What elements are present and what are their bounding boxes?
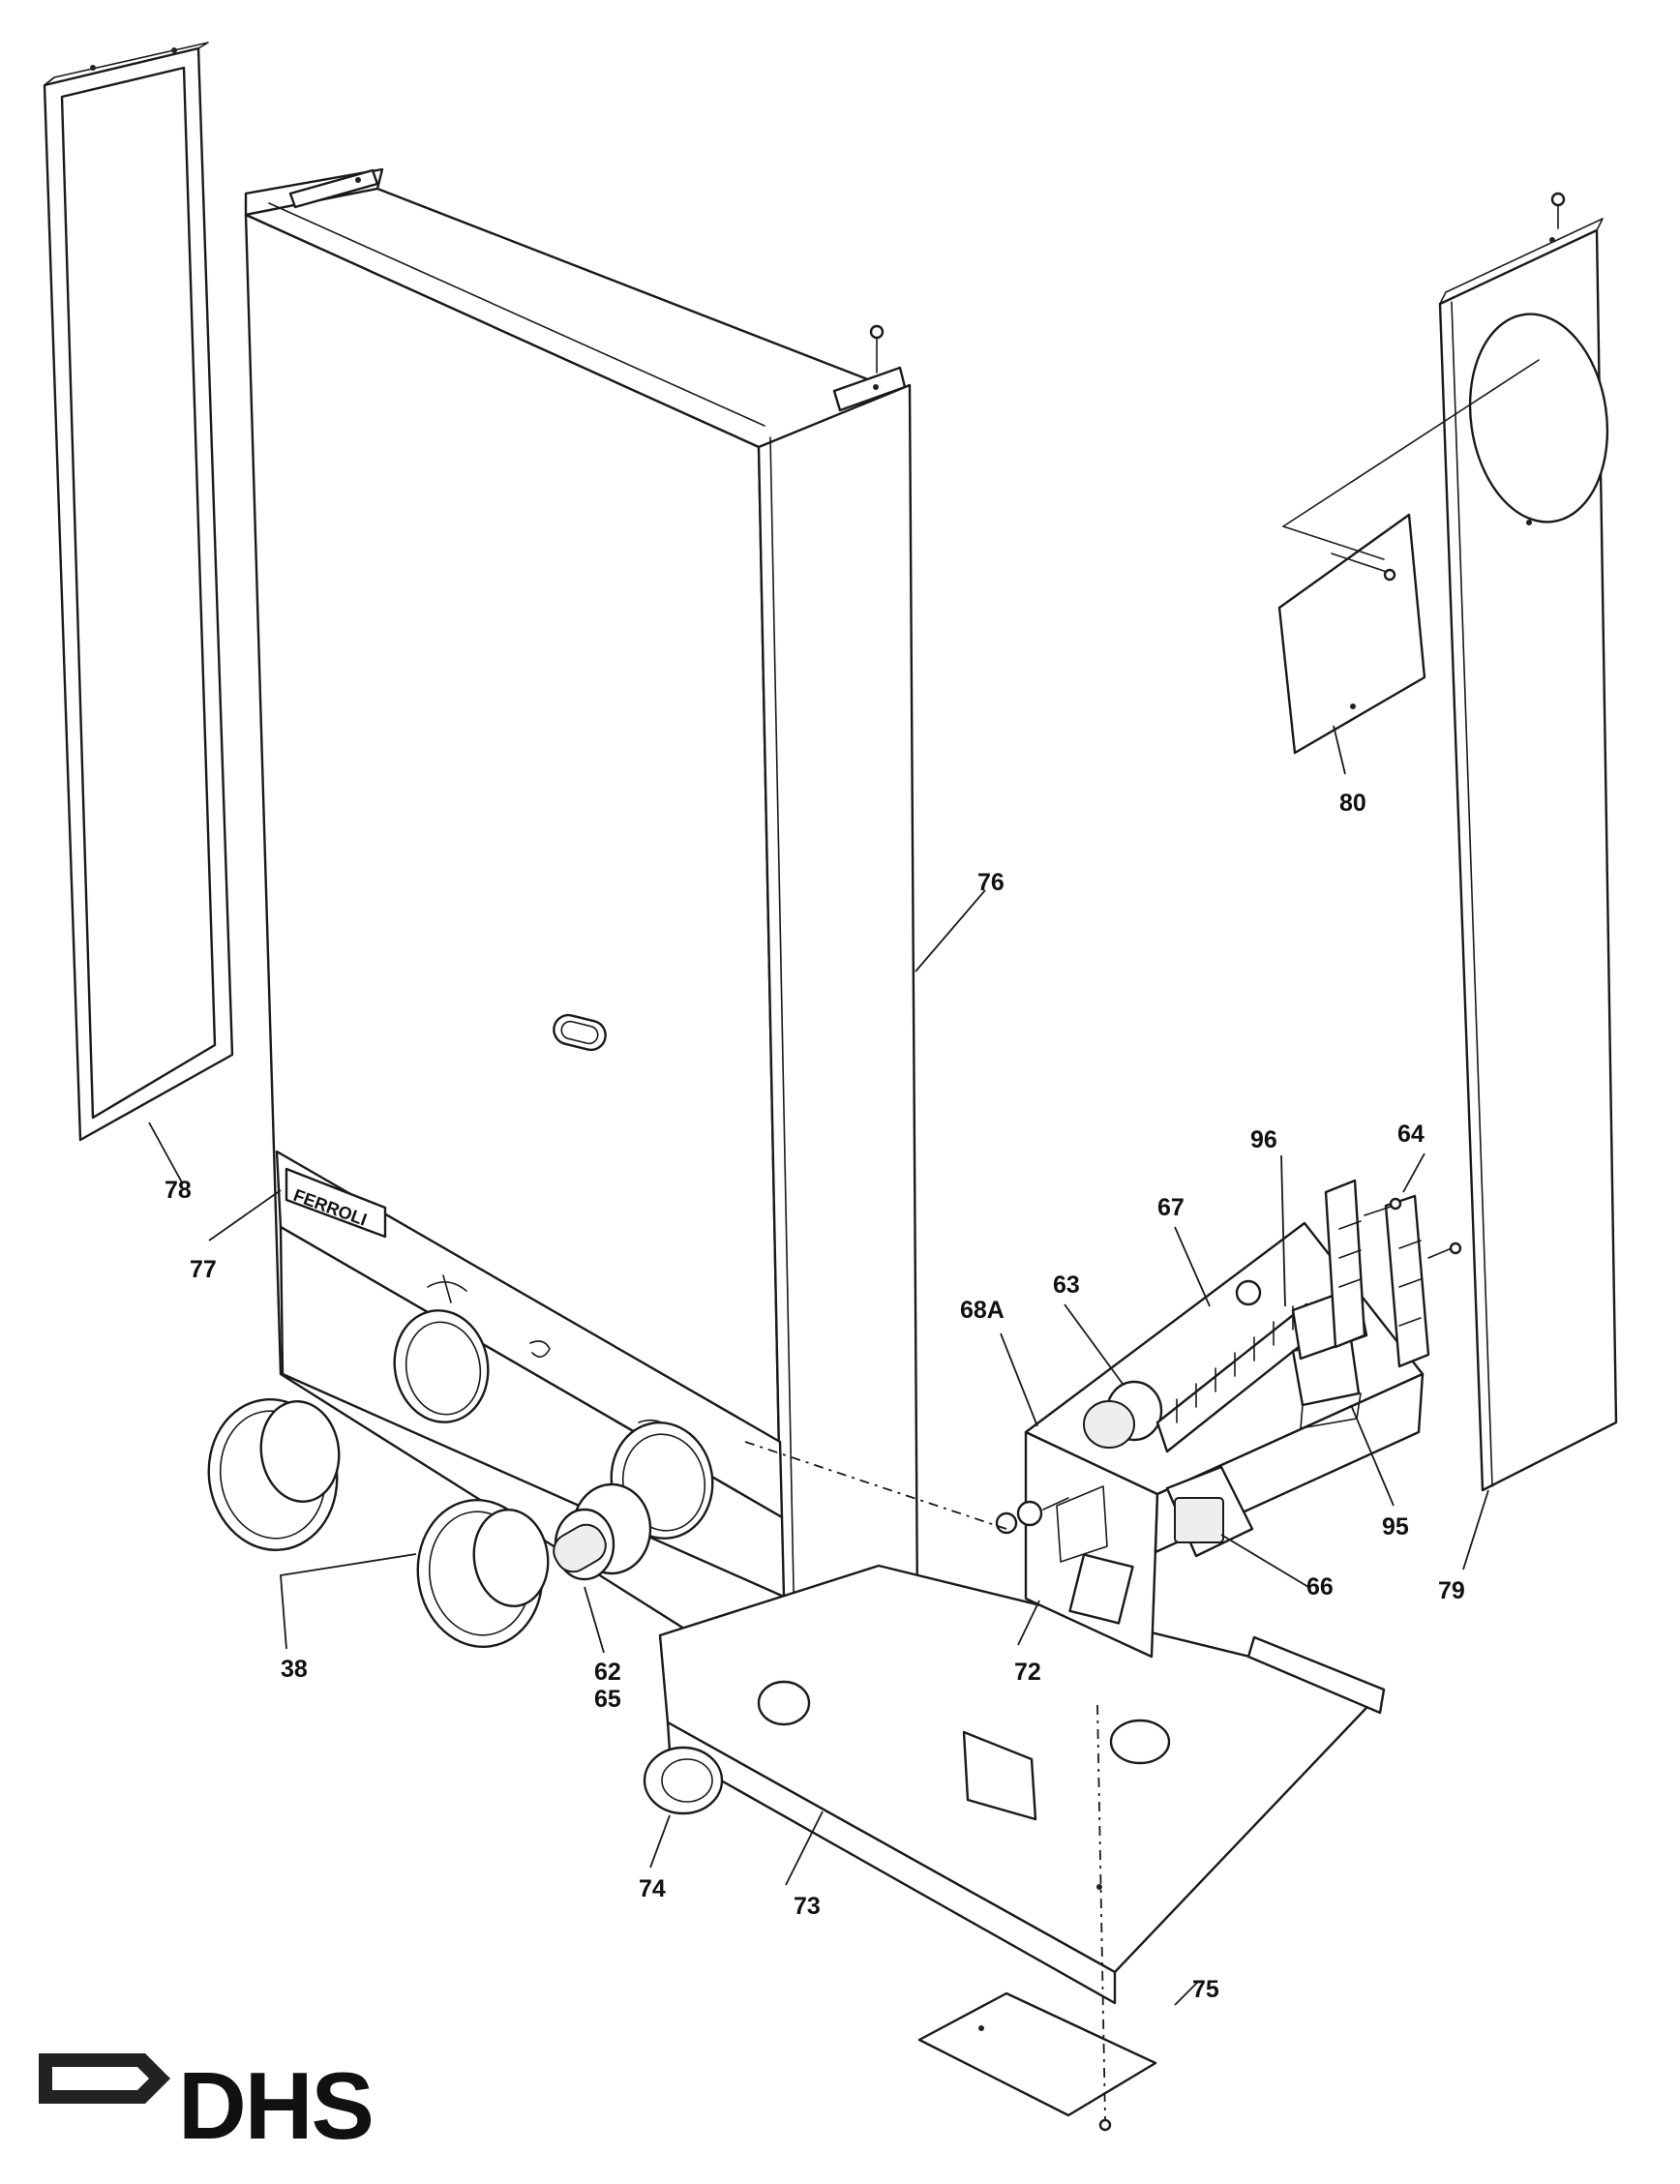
label-76: 76	[977, 869, 1005, 896]
label-62: 62	[594, 1659, 621, 1686]
dhs-logo-text: DHS	[178, 2052, 373, 2159]
label-68a: 68A	[960, 1297, 1005, 1324]
part-75-cover-plate	[917, 1704, 1157, 2132]
label-65: 65	[594, 1686, 621, 1713]
part-62-65-knob	[553, 1482, 652, 1581]
part-79-side-frame	[1438, 192, 1618, 1492]
label-67: 67	[1157, 1194, 1185, 1221]
label-96: 96	[1250, 1126, 1277, 1153]
label-77: 77	[190, 1256, 217, 1283]
dhs-logo: DHS	[39, 2052, 375, 2159]
part-63-component	[1083, 1380, 1163, 1449]
label-64: 64	[1397, 1121, 1425, 1148]
label-66: 66	[1306, 1573, 1334, 1601]
alignment-line	[744, 1441, 1007, 1530]
label-75: 75	[1192, 1976, 1219, 2003]
label-78: 78	[165, 1177, 192, 1204]
part-78-side-frame	[43, 42, 234, 1142]
part-80-plate	[1277, 359, 1540, 755]
label-63: 63	[1053, 1272, 1080, 1299]
label-73: 73	[794, 1893, 821, 1920]
label-95: 95	[1382, 1513, 1409, 1541]
label-74: 74	[639, 1875, 666, 1902]
label-80: 80	[1339, 790, 1366, 817]
label-72: 72	[1014, 1659, 1041, 1686]
part-66-transformer	[1165, 1465, 1254, 1558]
part-74-grommet	[643, 1746, 724, 1815]
part-67-terminal-strip	[1155, 1279, 1320, 1453]
part-64-terminal-block	[1324, 1179, 1462, 1368]
label-38: 38	[281, 1656, 308, 1683]
part-73-base-tray	[658, 1564, 1386, 2005]
part-38-fittings	[207, 1398, 550, 1648]
leader-lines	[148, 725, 1489, 2006]
part-labels: 78 77 38 62 65 74 73 75 72 76 80 79 96 6…	[165, 790, 1465, 2003]
label-79: 79	[1438, 1577, 1465, 1604]
